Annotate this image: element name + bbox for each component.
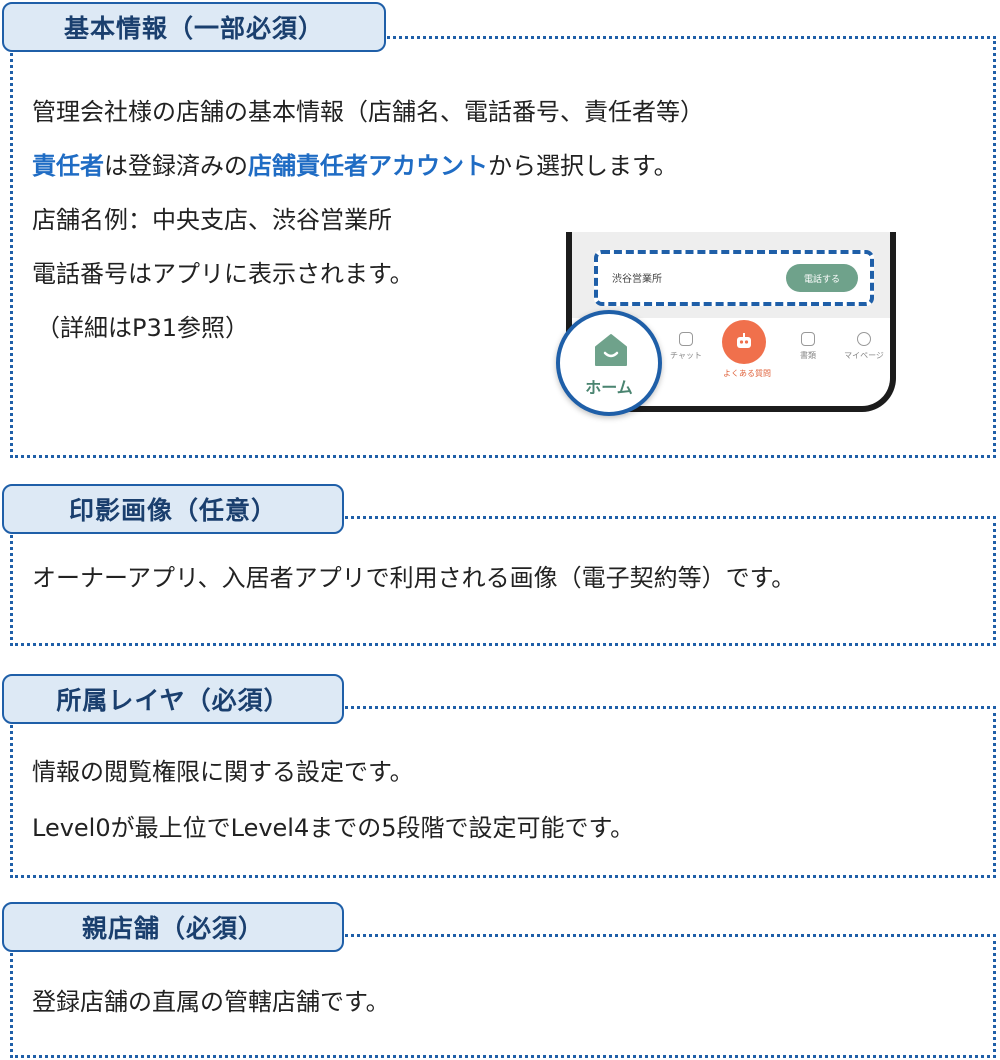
nav-docs[interactable]: 書類 <box>778 332 838 361</box>
document-icon <box>801 332 815 346</box>
chat-icon <box>679 332 693 346</box>
basic-info-line-1: 管理会社様の店舗の基本情報（店舗名、電話番号、責任者等） <box>32 98 704 126</box>
section-parent-store-box <box>10 934 996 1058</box>
section-parent-store-title: 親店舗（必須） <box>2 902 344 952</box>
store-name: 渋谷営業所 <box>612 274 662 285</box>
parent-store-line-1: 登録店舗の直属の管轄店舗です。 <box>32 988 390 1016</box>
nav-chat[interactable]: チャット <box>656 332 716 361</box>
section-layer: 所属レイヤ（必須） 情報の閲覧権限に関する設定です。 Level0が最上位でLe… <box>2 674 996 878</box>
nav-mypage-label: マイページ <box>844 351 884 360</box>
section-seal-image-title: 印影画像（任意） <box>2 484 344 534</box>
section-basic-info-title: 基本情報（一部必須） <box>2 2 386 52</box>
responsible-person-term: 責任者 <box>32 152 104 180</box>
robot-icon <box>737 333 751 348</box>
nav-home[interactable]: ホーム <box>556 310 662 416</box>
section-layer-title: 所属レイヤ（必須） <box>2 674 344 724</box>
nav-mypage[interactable]: マイページ <box>834 332 894 361</box>
section-parent-store: 親店舗（必須） 登録店舗の直属の管轄店舗です。 <box>2 902 996 1058</box>
basic-info-line-2: 責任者は登録済みの店舗責任者アカウントから選択します。 <box>32 154 678 178</box>
home-icon <box>595 334 627 366</box>
store-info-bar: 渋谷営業所 電話する <box>594 250 874 306</box>
nav-faq-label: よくある質問 <box>723 369 771 378</box>
section-seal-image: 印影画像（任意） オーナーアプリ、入居者アプリで利用される画像（電子契約等）です… <box>2 484 996 646</box>
layer-line-1: 情報の閲覧権限に関する設定です。 <box>32 758 414 786</box>
section-basic-info-box <box>10 36 996 458</box>
nav-faq[interactable] <box>722 320 766 364</box>
nav-home-label: ホーム <box>585 378 633 397</box>
layer-line-2: Level0が最上位でLevel4までの5段階で設定可能です。 <box>32 814 635 842</box>
basic-info-line-3: 店舗名例：中央支店、渋谷営業所 <box>32 206 392 234</box>
basic-info-line-4: 電話番号はアプリに表示されます。 <box>32 260 414 288</box>
smiley-icon <box>857 332 871 346</box>
call-button[interactable]: 電話する <box>786 264 858 292</box>
section-layer-box <box>10 706 996 878</box>
seal-image-line-1: オーナーアプリ、入居者アプリで利用される画像（電子契約等）です。 <box>32 564 796 592</box>
section-basic-info: 基本情報（一部必須） 管理会社様の店舗の基本情報（店舗名、電話番号、責任者等） … <box>2 2 996 458</box>
basic-info-line-5: （詳細はP31参照） <box>36 314 250 342</box>
nav-docs-label: 書類 <box>800 351 816 360</box>
basic-info-line-2-text-a: は登録済みの <box>104 152 248 180</box>
store-manager-account-term: 店舗責任者アカウント <box>248 152 488 180</box>
phone-screenshot: 渋谷営業所 電話する チャット よくある質問 書類 マイページ <box>556 220 906 430</box>
basic-info-line-2-text-b: から選択します。 <box>488 152 678 180</box>
nav-chat-label: チャット <box>670 351 702 360</box>
section-seal-image-box <box>10 516 996 646</box>
